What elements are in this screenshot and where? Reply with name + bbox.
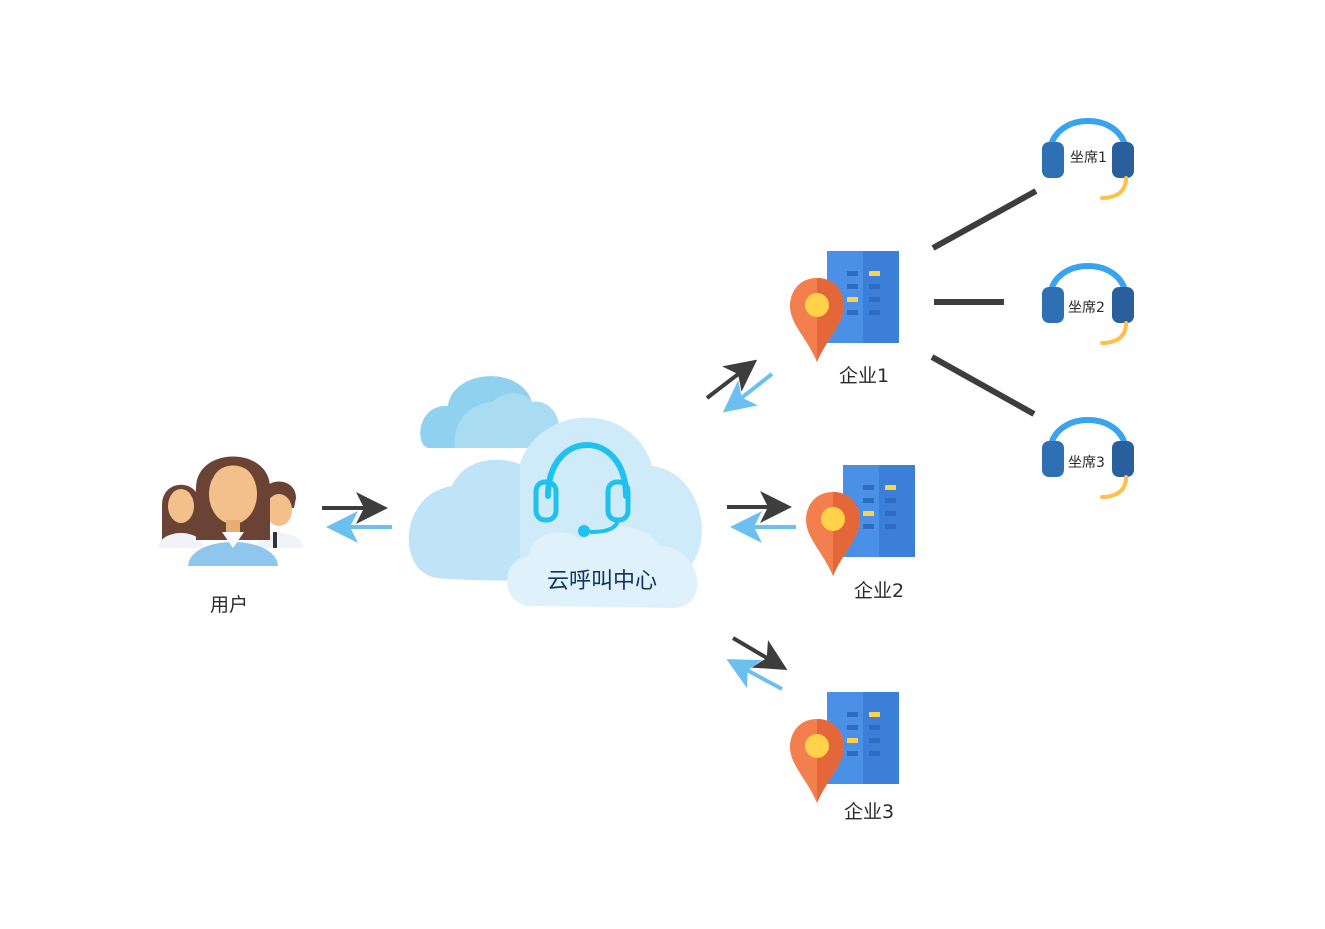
enterprise-2-icon [806, 465, 915, 576]
user-label: 用户 [210, 594, 249, 616]
center-enterprise3-arrows [726, 636, 788, 691]
enterprise-3-label: 企业3 [844, 801, 895, 823]
enterprise1-seat-lines [930, 188, 1038, 417]
enterprise-1-icon [790, 251, 899, 362]
enterprise-1-label: 企业1 [839, 365, 890, 387]
seat-3-label: 坐席3 [1068, 455, 1105, 471]
users-icon [158, 456, 304, 566]
center-label: 云呼叫中心 [547, 569, 658, 594]
enterprise-2-label: 企业2 [854, 580, 905, 602]
cloud-headset-icon [408, 376, 702, 608]
seat-2-label: 坐席2 [1068, 300, 1105, 316]
user-center-arrows [322, 492, 392, 543]
seat-1-label: 坐席1 [1070, 150, 1107, 166]
center-enterprise1-arrows [705, 359, 774, 413]
center-enterprise2-arrows [727, 491, 796, 543]
enterprise-3-icon [790, 692, 899, 803]
